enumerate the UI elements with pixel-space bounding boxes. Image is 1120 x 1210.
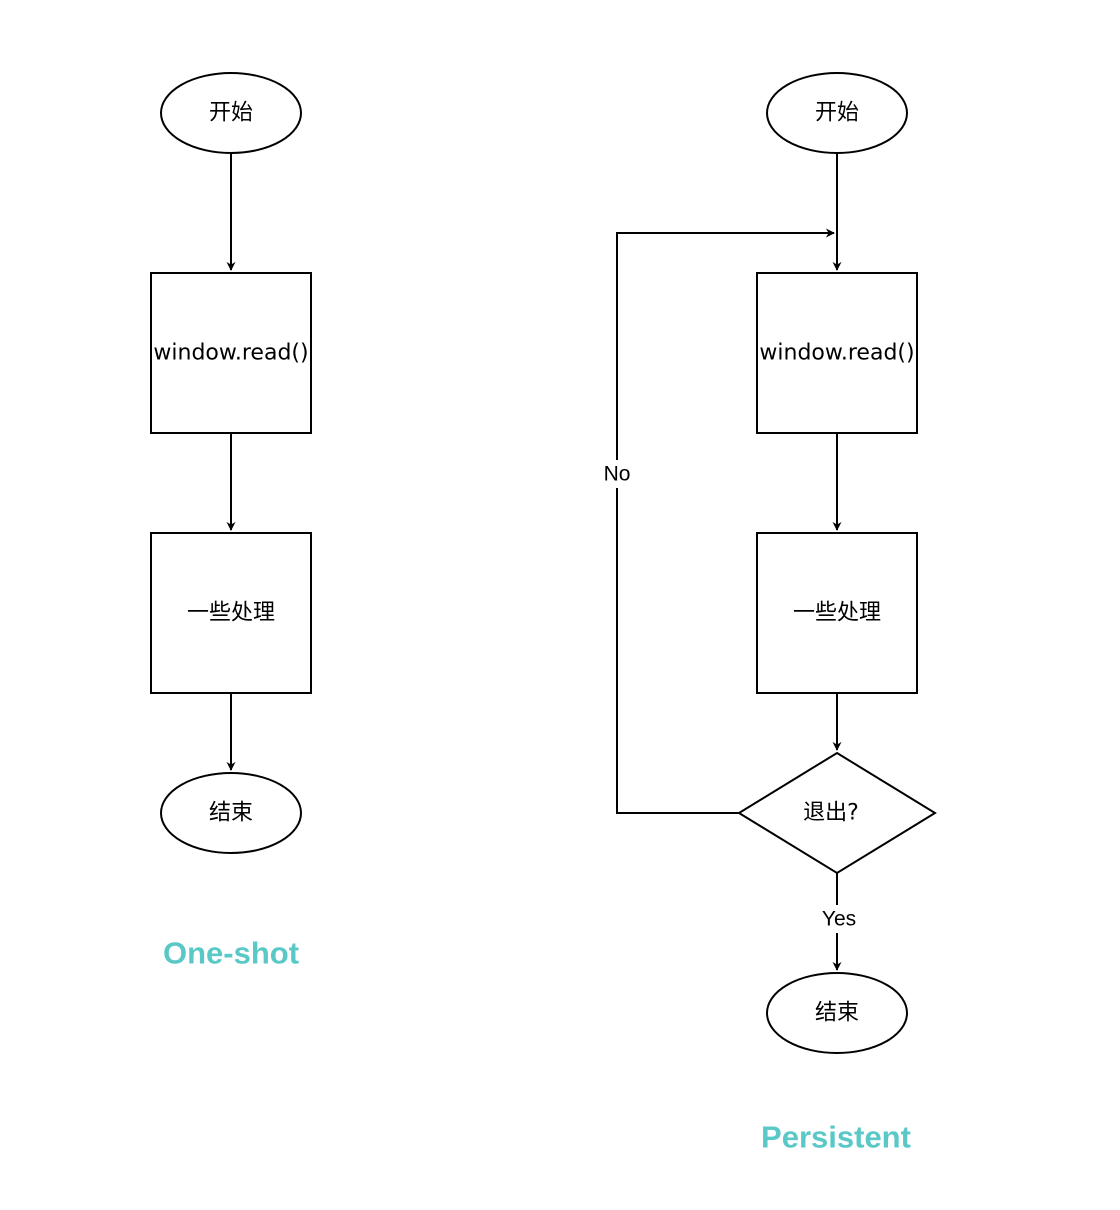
- persistent-start-label: 开始: [815, 101, 859, 126]
- persistent-process-label: 一些处理: [793, 601, 881, 626]
- persistent-caption: Persistent: [761, 1120, 911, 1155]
- one-shot-read-node: window.read(): [150, 272, 312, 434]
- persistent-process-node: 一些处理: [756, 532, 918, 694]
- persistent-end-node: 结束: [766, 972, 908, 1054]
- persistent-edge-loop-back: [616, 228, 835, 814]
- persistent-decision-label: 退出?: [803, 801, 859, 826]
- persistent-flow: No Yes 开始 window.read() 一些处理 退出?: [600, 72, 937, 1155]
- one-shot-flow: 开始 window.read() 一些处理 结束 One-shot: [150, 72, 312, 971]
- one-shot-process-node: 一些处理: [150, 532, 312, 694]
- one-shot-caption: One-shot: [163, 936, 299, 971]
- persistent-no-label-group: No: [600, 460, 634, 488]
- persistent-end-label: 结束: [815, 1001, 859, 1026]
- one-shot-read-label: window.read(): [153, 341, 308, 366]
- persistent-start-node: 开始: [766, 72, 908, 154]
- persistent-yes-label-group: Yes: [818, 905, 858, 933]
- persistent-no-label: No: [604, 463, 631, 486]
- one-shot-end-label: 结束: [209, 801, 253, 826]
- one-shot-process-label: 一些处理: [187, 601, 275, 626]
- one-shot-start-label: 开始: [209, 101, 253, 126]
- one-shot-end-node: 结束: [160, 772, 302, 854]
- persistent-yes-label: Yes: [822, 908, 856, 931]
- one-shot-start-node: 开始: [160, 72, 302, 154]
- persistent-read-node: window.read(): [756, 272, 918, 434]
- persistent-decision-node: 退出?: [737, 751, 937, 875]
- persistent-read-label: window.read(): [759, 341, 914, 366]
